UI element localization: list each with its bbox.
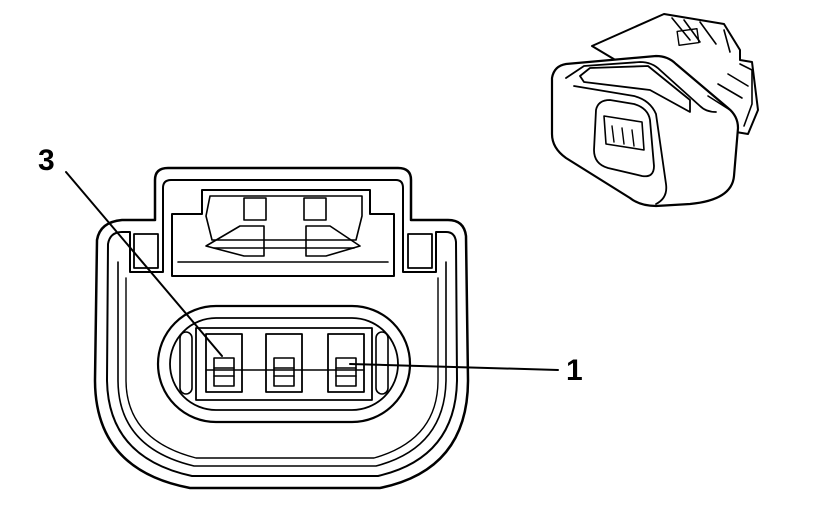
lock-latch-frame: [171, 189, 395, 277]
cavity-slot-left: [179, 331, 193, 395]
latch-window-right: [303, 197, 327, 221]
terminal-pin-1: [327, 333, 365, 393]
iso-terminal-opening: [593, 99, 655, 178]
iso-front-lip: [565, 61, 717, 113]
iso-terminal-slots: [611, 125, 635, 147]
iso-terminal-block: [603, 115, 645, 151]
latch-ramp-right: [305, 225, 361, 257]
iso-latch-top: [579, 65, 691, 113]
callout-1-leader: [349, 363, 559, 371]
connector-shell-fourth-line: [125, 277, 439, 459]
latch-window-left: [243, 197, 267, 221]
terminal-pin-3: [205, 333, 243, 393]
iso-back-window: [676, 27, 700, 47]
lock-latch-inner: [205, 195, 363, 241]
connector-shell-inner-line: [106, 179, 458, 477]
callout-1: 1: [349, 354, 583, 387]
iso-front-rim: [573, 85, 668, 205]
cavity-slot-right: [375, 331, 389, 395]
connector-face-view: [93, 166, 470, 490]
right-latch-tab: [407, 233, 433, 269]
left-latch-tab: [133, 233, 159, 269]
connector-isometric-view: [550, 13, 759, 208]
latch-ramp-left: [205, 225, 265, 257]
connector-outer-shell: [93, 166, 470, 490]
iso-back-ridges: [671, 17, 753, 127]
terminal-cavity-outer: [156, 304, 412, 424]
callout-1-label: 1: [566, 354, 583, 387]
terminal-recess: [195, 327, 373, 401]
connector-shell-third-line: [117, 261, 447, 467]
terminal-pin-2: [265, 333, 303, 393]
terminal-cavity-inner: [169, 317, 399, 411]
callout-3: 3: [38, 144, 223, 357]
iso-side-ribs: [707, 73, 749, 111]
callout-3-label: 3: [38, 144, 55, 177]
callout-3-leader: [65, 171, 223, 357]
iso-front-body: [550, 54, 740, 208]
